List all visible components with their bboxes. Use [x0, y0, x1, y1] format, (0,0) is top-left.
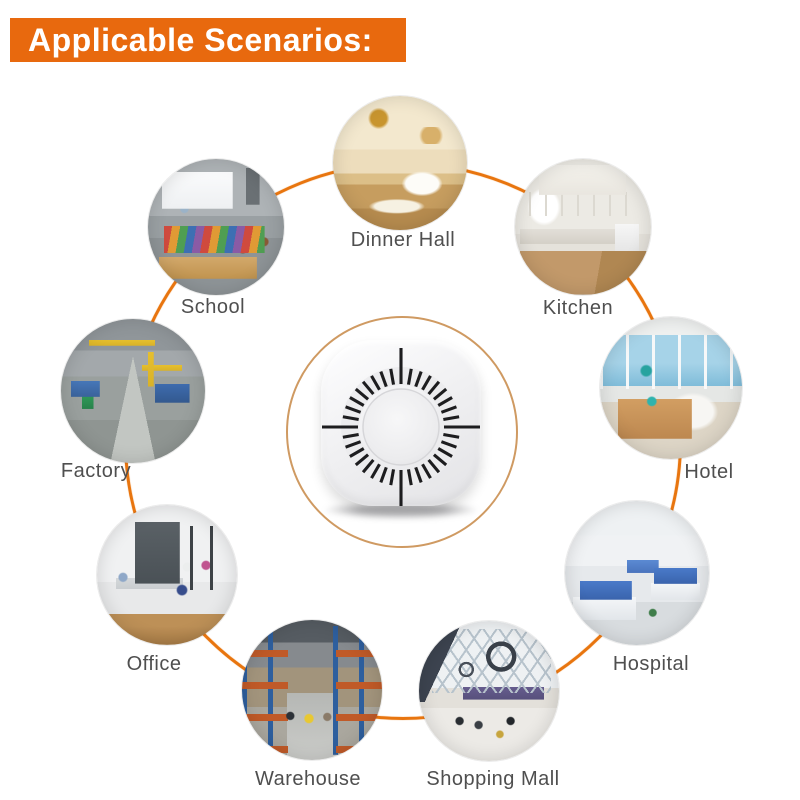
scenario-label-hotel: Hotel [684, 461, 734, 483]
product-halo-ring [286, 316, 518, 548]
school-photo [148, 159, 284, 295]
shopping-mall-photo [419, 621, 559, 761]
warehouse-photo [242, 620, 382, 760]
scenario-label-dinner-hall: Dinner Hall [350, 229, 456, 251]
hotel-photo [600, 317, 742, 459]
product-drop-shadow [325, 502, 477, 518]
hospital-photo [565, 501, 709, 645]
dinner-hall-photo [333, 96, 467, 230]
kitchen-photo [515, 159, 651, 295]
smoke-detector-product-image [321, 340, 481, 506]
scenario-label-kitchen: Kitchen [542, 297, 614, 319]
header-banner: Applicable Scenarios: [10, 18, 406, 62]
page-title: Applicable Scenarios: [28, 21, 373, 58]
scenario-label-school: School [180, 296, 246, 318]
factory-photo [61, 319, 205, 463]
scenario-label-factory: Factory [60, 460, 132, 482]
scenario-label-hospital: Hospital [612, 653, 690, 675]
smoke-detector-vents-graphic [322, 348, 480, 506]
scenario-label-office: Office [126, 653, 182, 675]
scenario-label-warehouse: Warehouse [254, 768, 362, 790]
scenario-label-shopping-mall: Shopping Mall [426, 768, 560, 790]
office-photo [97, 505, 237, 645]
